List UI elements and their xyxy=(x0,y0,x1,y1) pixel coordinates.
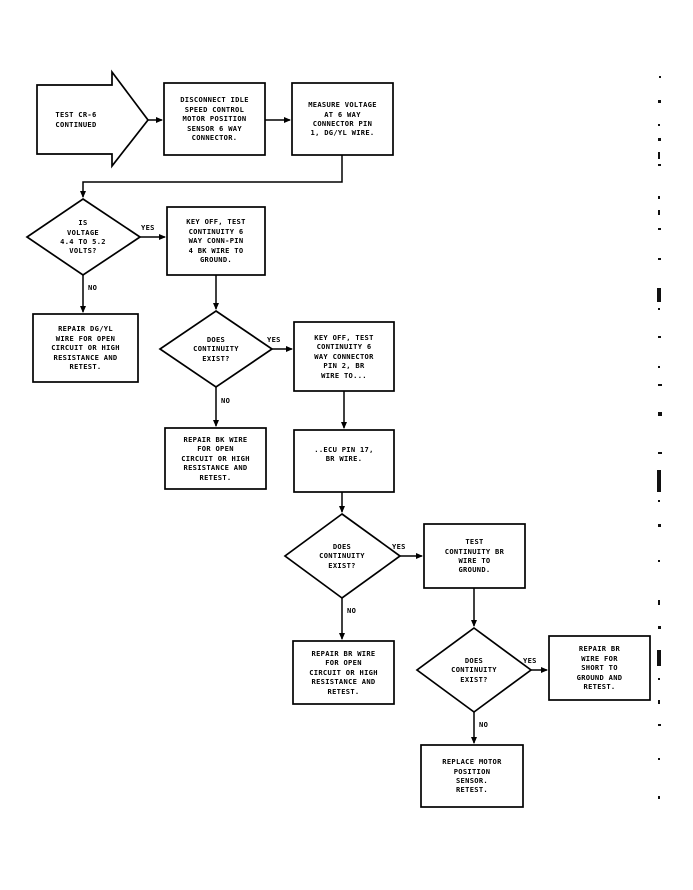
shape-test-br-ground xyxy=(423,523,526,589)
scan-artifact xyxy=(657,288,661,302)
scan-artifact xyxy=(658,124,660,126)
shape-disconnect xyxy=(163,82,266,156)
scan-artifact xyxy=(658,164,661,166)
scan-artifact xyxy=(658,700,660,704)
edge-label-continuity3-no: NO xyxy=(479,720,489,729)
scan-artifact xyxy=(658,258,661,260)
edge-label-continuity1-no: NO xyxy=(221,396,231,405)
shape-start-banner xyxy=(36,69,150,169)
edge-label-continuity3-yes: YES xyxy=(523,656,537,665)
scan-artifact xyxy=(659,76,661,78)
edge-label-continuity2-no: NO xyxy=(347,606,357,615)
shape-is-voltage xyxy=(25,197,142,277)
scan-artifact xyxy=(658,336,661,338)
scan-artifact xyxy=(657,470,661,492)
shape-continuity-3 xyxy=(415,626,533,714)
scan-artifact xyxy=(658,452,662,454)
scan-artifact xyxy=(658,524,661,527)
scan-artifact xyxy=(658,308,660,310)
edge-label-voltage-no: NO xyxy=(88,283,98,292)
scan-artifact xyxy=(658,600,660,605)
shape-key-off-bk xyxy=(166,206,266,276)
shape-repair-dgyl xyxy=(32,313,139,383)
scan-artifact xyxy=(658,412,662,416)
shape-measure-voltage xyxy=(291,82,394,156)
edge-label-continuity2-yes: YES xyxy=(392,542,406,551)
shape-repair-br-short xyxy=(548,635,651,701)
scan-artifact xyxy=(658,500,660,502)
scan-artifact xyxy=(658,560,660,562)
scan-artifact xyxy=(658,152,660,159)
scan-artifact xyxy=(658,678,660,680)
scan-artifact xyxy=(658,796,660,799)
shape-repair-br-open xyxy=(292,640,395,705)
shape-replace-sensor xyxy=(420,744,524,808)
scan-artifact xyxy=(658,196,660,199)
shape-repair-bk xyxy=(164,427,267,490)
edge-measure-to-isvoltage xyxy=(80,155,343,198)
edge-label-voltage-yes: YES xyxy=(141,223,155,232)
scan-artifact xyxy=(658,100,661,103)
scan-artifact xyxy=(658,366,660,368)
scan-artifact xyxy=(658,758,660,760)
scan-artifact xyxy=(658,210,660,215)
scan-artifact xyxy=(658,724,661,726)
scan-artifact xyxy=(658,626,661,629)
scan-artifact xyxy=(658,384,662,386)
shape-key-off-br xyxy=(293,321,395,392)
scan-artifact xyxy=(658,228,661,230)
shape-continuity-1 xyxy=(158,309,274,389)
scan-artifact xyxy=(658,138,661,141)
edge-label-continuity1-yes: YES xyxy=(267,335,281,344)
shape-continuity-2 xyxy=(283,512,402,600)
shape-ecu-pin xyxy=(293,429,395,493)
scan-artifact xyxy=(657,650,661,666)
